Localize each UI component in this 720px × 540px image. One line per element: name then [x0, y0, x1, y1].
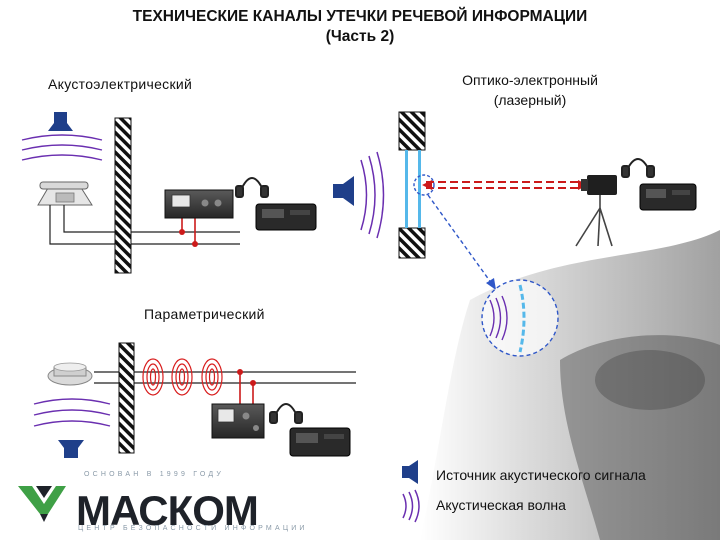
section-label-optic-sub: (лазерный) — [493, 92, 567, 108]
title-line-1: ТЕХНИЧЕСКИЕ КАНАЛЫ УТЕЧКИ РЕЧЕВОЙ ИНФОРМ… — [132, 8, 588, 25]
speaker-icon — [48, 112, 73, 131]
section-label-optic: Оптико-электронный — [462, 72, 598, 88]
line-tap — [237, 369, 256, 404]
acoustic-wave-icon — [402, 489, 420, 523]
speaker-icon — [402, 460, 418, 484]
speaker-icon — [58, 440, 84, 458]
laser-emitter-icon — [581, 175, 617, 195]
recorder-icon — [639, 183, 697, 211]
title-line-2: (Часть 2) — [325, 28, 395, 45]
telephone-icon — [37, 181, 93, 206]
speaker-icon — [333, 176, 354, 206]
reflection-point — [413, 174, 435, 196]
zoom-pointer — [427, 194, 493, 285]
recorder-icon — [255, 203, 317, 231]
legend-source-label: Источник акустического сигнала — [436, 467, 646, 483]
rf-coil — [142, 358, 223, 396]
line-tap — [179, 218, 198, 247]
smoke-detector-icon — [47, 362, 93, 386]
logo-tagline-bottom: ЦЕНТР БЕЗОПАСНОСТИ ИНФОРМАЦИИ — [78, 525, 308, 532]
legend-wave-label: Акустическая волна — [436, 497, 566, 513]
section-label-parametric: Параметрический — [144, 306, 265, 322]
background-decoration — [420, 230, 720, 540]
parametric-section — [33, 342, 356, 458]
acoustic-wave — [21, 134, 103, 161]
headphones-icon — [621, 158, 655, 178]
wall — [114, 117, 132, 274]
acoustic-wave — [33, 398, 111, 427]
window-glass — [405, 150, 421, 228]
acousto-section — [21, 112, 317, 274]
receiver-device — [164, 189, 234, 219]
section-label-acousto: Акустоэлектрический — [48, 76, 193, 92]
laser-beam — [422, 180, 588, 190]
logo-name: МАСКОМ — [76, 487, 259, 534]
logo-tagline-top: ОСНОВАН В 1999 ГОДУ — [84, 471, 224, 478]
legend — [402, 460, 420, 523]
signal-line — [94, 371, 356, 384]
headphones-icon — [235, 177, 269, 198]
wall — [398, 111, 426, 151]
recorder-icon — [289, 427, 351, 457]
receiver-device — [211, 403, 265, 439]
wall — [118, 342, 135, 454]
tripod-icon — [575, 195, 613, 247]
logo-mark — [18, 486, 66, 522]
acoustic-wave — [360, 151, 385, 239]
headphones-icon — [269, 403, 303, 424]
wall — [398, 227, 426, 259]
optic-section — [333, 111, 697, 357]
zoom-detail — [481, 279, 559, 357]
